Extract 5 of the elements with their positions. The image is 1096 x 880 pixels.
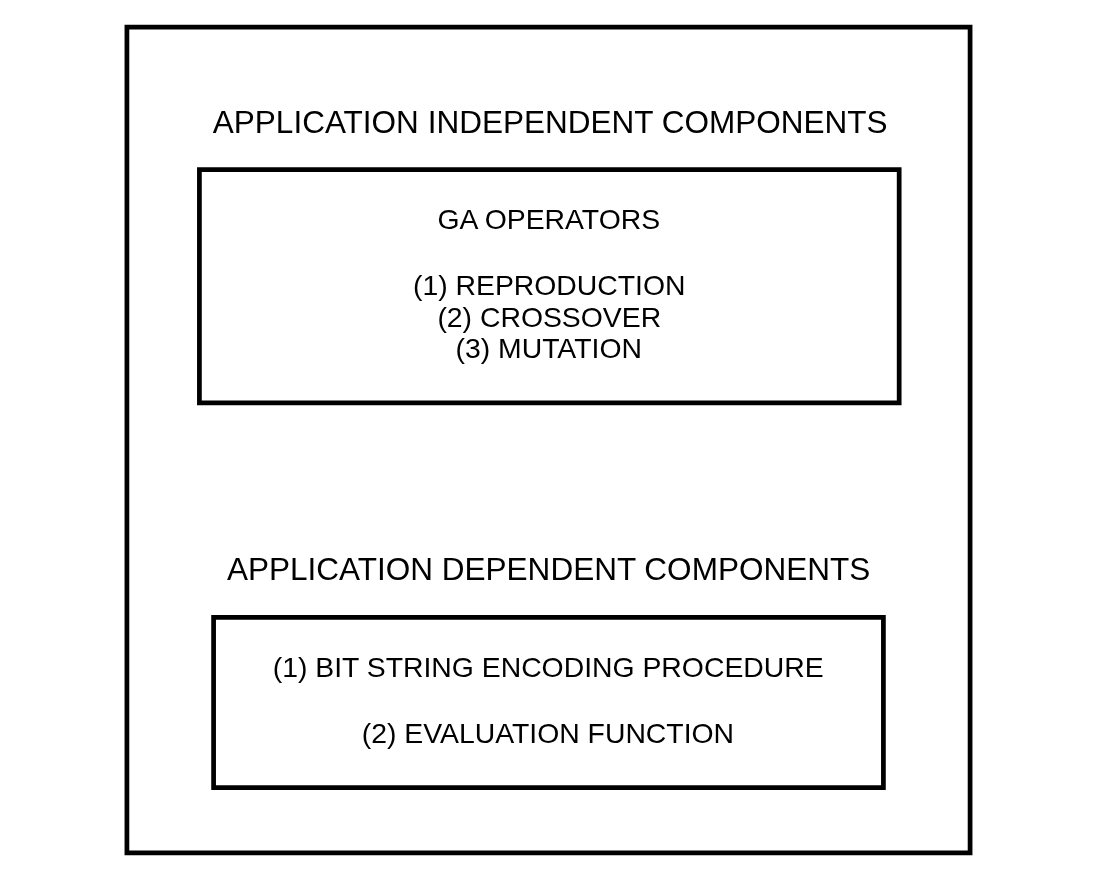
node-box: (1) BIT STRING ENCODING PROCEDURE (2) EVALUATION FUNCTION (210, 614, 886, 790)
node-label: APPLICATION DEPENDENT COMPONENTS (226, 551, 870, 588)
node-label: APPLICATION INDEPENDENT COMPONENTS (212, 103, 888, 140)
node-box: GA OPERATORS (1) REPRODUCTION (2) CROSSOVER (3) MUTATION (196, 167, 902, 406)
cluster (124, 24, 972, 856)
